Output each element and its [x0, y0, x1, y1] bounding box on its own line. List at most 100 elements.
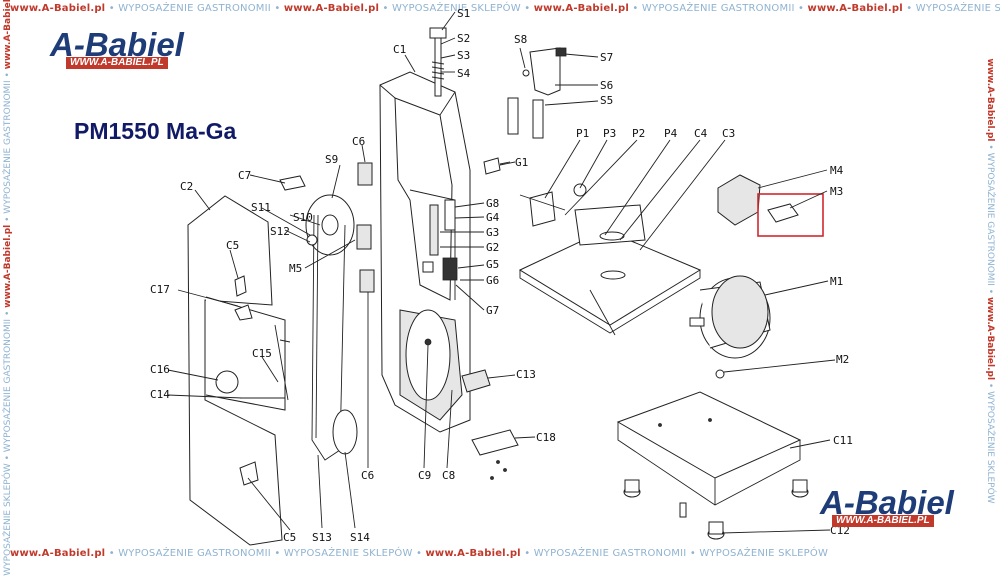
label-p2: P2 [632, 127, 645, 140]
label-s1: S1 [457, 7, 470, 20]
logo-wordmark: A-Babiel [820, 484, 954, 521]
label-c8: C8 [442, 469, 455, 482]
logo-url-bar: WWW.A-BABIEL.PL [832, 515, 934, 527]
band-sep: • [524, 3, 531, 14]
label-p4: P4 [664, 127, 678, 140]
door-c2 [187, 195, 291, 546]
label-c2: C2 [180, 180, 193, 193]
label-g5: G5 [486, 258, 499, 271]
part-labels: S1 S2 S3 S4 S5 S6 S7 S8 S9 S10 S11 S12 S… [150, 7, 853, 544]
label-s10: S10 [293, 211, 313, 224]
wheels-and-belt [305, 194, 372, 461]
label-s11: S11 [251, 201, 271, 214]
label-c18: C18 [536, 431, 556, 444]
band-phrase: WYPOSAŻENIE SKLEPÓW [283, 548, 413, 559]
part-c18 [471, 429, 519, 456]
label-s5: S5 [600, 94, 613, 107]
label-s6: S6 [600, 79, 613, 92]
frame-c1 [379, 71, 471, 433]
band-sep: • [632, 3, 639, 14]
band-sep: • [524, 548, 531, 559]
label-g1: G1 [515, 156, 528, 169]
leader-lines [167, 11, 836, 534]
band-phrase: WYPOSAŻENIE GASTRONOMII [533, 548, 687, 559]
label-s3: S3 [457, 49, 470, 62]
bolt-g1 [483, 157, 511, 175]
label-g7: G7 [486, 304, 499, 317]
clamp-c6-bottom [359, 269, 375, 293]
label-g8: G8 [486, 197, 499, 210]
label-s12: S12 [270, 225, 290, 238]
label-g2: G2 [486, 241, 499, 254]
brand-logo-bottom: A-Babiel WWW.A-BABIEL.PL [820, 484, 980, 534]
label-c6-bottom: C6 [361, 469, 374, 482]
label-m2: M2 [836, 353, 849, 366]
screw [496, 460, 500, 464]
band-site: www.A-Babiel.pl [283, 3, 380, 14]
band-phrase: WYPOSAŻENIE SKLEPÓW [915, 3, 1000, 14]
label-s9: S9 [325, 153, 338, 166]
label-c6-top: C6 [352, 135, 365, 148]
band-sep: • [689, 548, 696, 559]
band-site: www.A-Babiel.pl [425, 548, 521, 559]
band-sep: • [382, 3, 389, 14]
motor-m1 [689, 275, 771, 359]
label-c7: C7 [238, 169, 251, 182]
band-sep: • [906, 3, 913, 14]
logo-wordmark: A-Babiel [50, 26, 184, 63]
label-c15: C15 [252, 347, 272, 360]
band-site: www.A-Babiel.pl [10, 3, 106, 14]
label-c17: C17 [150, 283, 170, 296]
label-c9: C9 [418, 469, 431, 482]
band-site: www.A-Babiel.pl [10, 548, 106, 559]
label-s4: S4 [457, 67, 471, 80]
logo-url-bar: WWW.A-BABIEL.PL [66, 57, 168, 69]
top-watermark-band: www.A-Babiel.pl • WYPOSAŻENIE GASTRONOMI… [10, 3, 1000, 14]
blade-guide [507, 47, 567, 139]
guide-group [422, 199, 458, 281]
band-sep: • [798, 3, 805, 14]
label-s8: S8 [514, 33, 527, 46]
label-c13: C13 [516, 368, 536, 381]
label-g3: G3 [486, 226, 499, 239]
screw [503, 468, 507, 472]
exploded-parts-diagram: S1 S2 S3 S4 S5 S6 S7 S8 S9 S10 S11 S12 S… [150, 7, 853, 546]
label-g6: G6 [486, 274, 499, 287]
label-m4: M4 [830, 164, 844, 177]
label-m3: M3 [830, 185, 843, 198]
label-c11: C11 [833, 434, 853, 447]
label-c3: C3 [722, 127, 735, 140]
label-m1: M1 [830, 275, 843, 288]
tension-assembly [429, 27, 447, 97]
band-phrase: WYPOSAŻENIE GASTRONOMII [641, 3, 795, 14]
band-phrase: WYPOSAŻENIE SKLEPÓW [392, 3, 521, 14]
part-c7 [279, 175, 306, 191]
pin-m2 [715, 369, 725, 379]
part-c13 [461, 369, 491, 393]
band-phrase: WYPOSAŻENIE GASTRONOMII [118, 548, 271, 559]
label-p3: P3 [603, 127, 616, 140]
feet-c12 [623, 479, 809, 540]
label-c5-bottom: C5 [283, 531, 296, 544]
band-phrase: WYPOSAŻENIE GASTRONOMII [118, 3, 271, 14]
model-title: PM1550 Ma-Ga [74, 118, 237, 144]
label-m5: M5 [289, 262, 302, 275]
label-c5-top: C5 [226, 239, 239, 252]
band-site: www.A-Babiel.pl [807, 3, 903, 14]
switch-group [717, 174, 824, 237]
label-s14: S14 [350, 531, 370, 544]
band-sep: • [108, 548, 115, 559]
label-s7: S7 [600, 51, 613, 64]
label-c16: C16 [150, 363, 170, 376]
label-c14: C14 [150, 388, 170, 401]
label-g4: G4 [486, 211, 500, 224]
label-s2: S2 [457, 32, 470, 45]
bottom-watermark-band: www.A-Babiel.pl • WYPOSAŻENIE GASTRONOMI… [10, 548, 828, 559]
band-phrase: WYPOSAŻENIE SKLEPÓW [699, 548, 829, 559]
label-c4: C4 [694, 127, 708, 140]
clamp-c6-top [357, 162, 373, 186]
label-s13: S13 [312, 531, 332, 544]
brand-logo-top: A-Babiel WWW.A-BABIEL.PL [50, 26, 210, 76]
base-c11 [616, 391, 802, 506]
highlight-box-m3 [757, 193, 824, 237]
